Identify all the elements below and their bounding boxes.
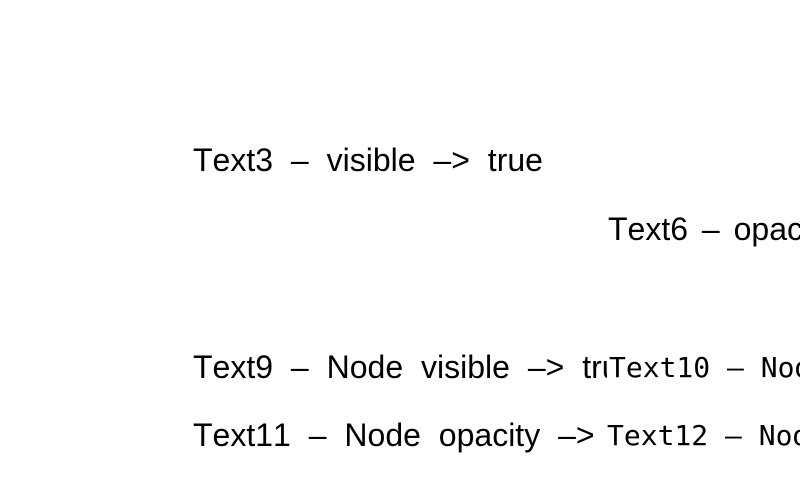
label-text11-node-opacity: Text11 – Node opacity –> 0 [193,417,631,453]
label-text6-opacity: Text6 – opac [608,211,800,247]
label-text12-node-opacity: Text12 – Node [605,416,800,458]
label-text9-node-visible: Text9 – Node visible –> tru [193,349,620,385]
label-text3-visible: Text3 – visible –> true [193,142,543,178]
label-text10-node-visible: Text10 – Node [607,348,800,390]
